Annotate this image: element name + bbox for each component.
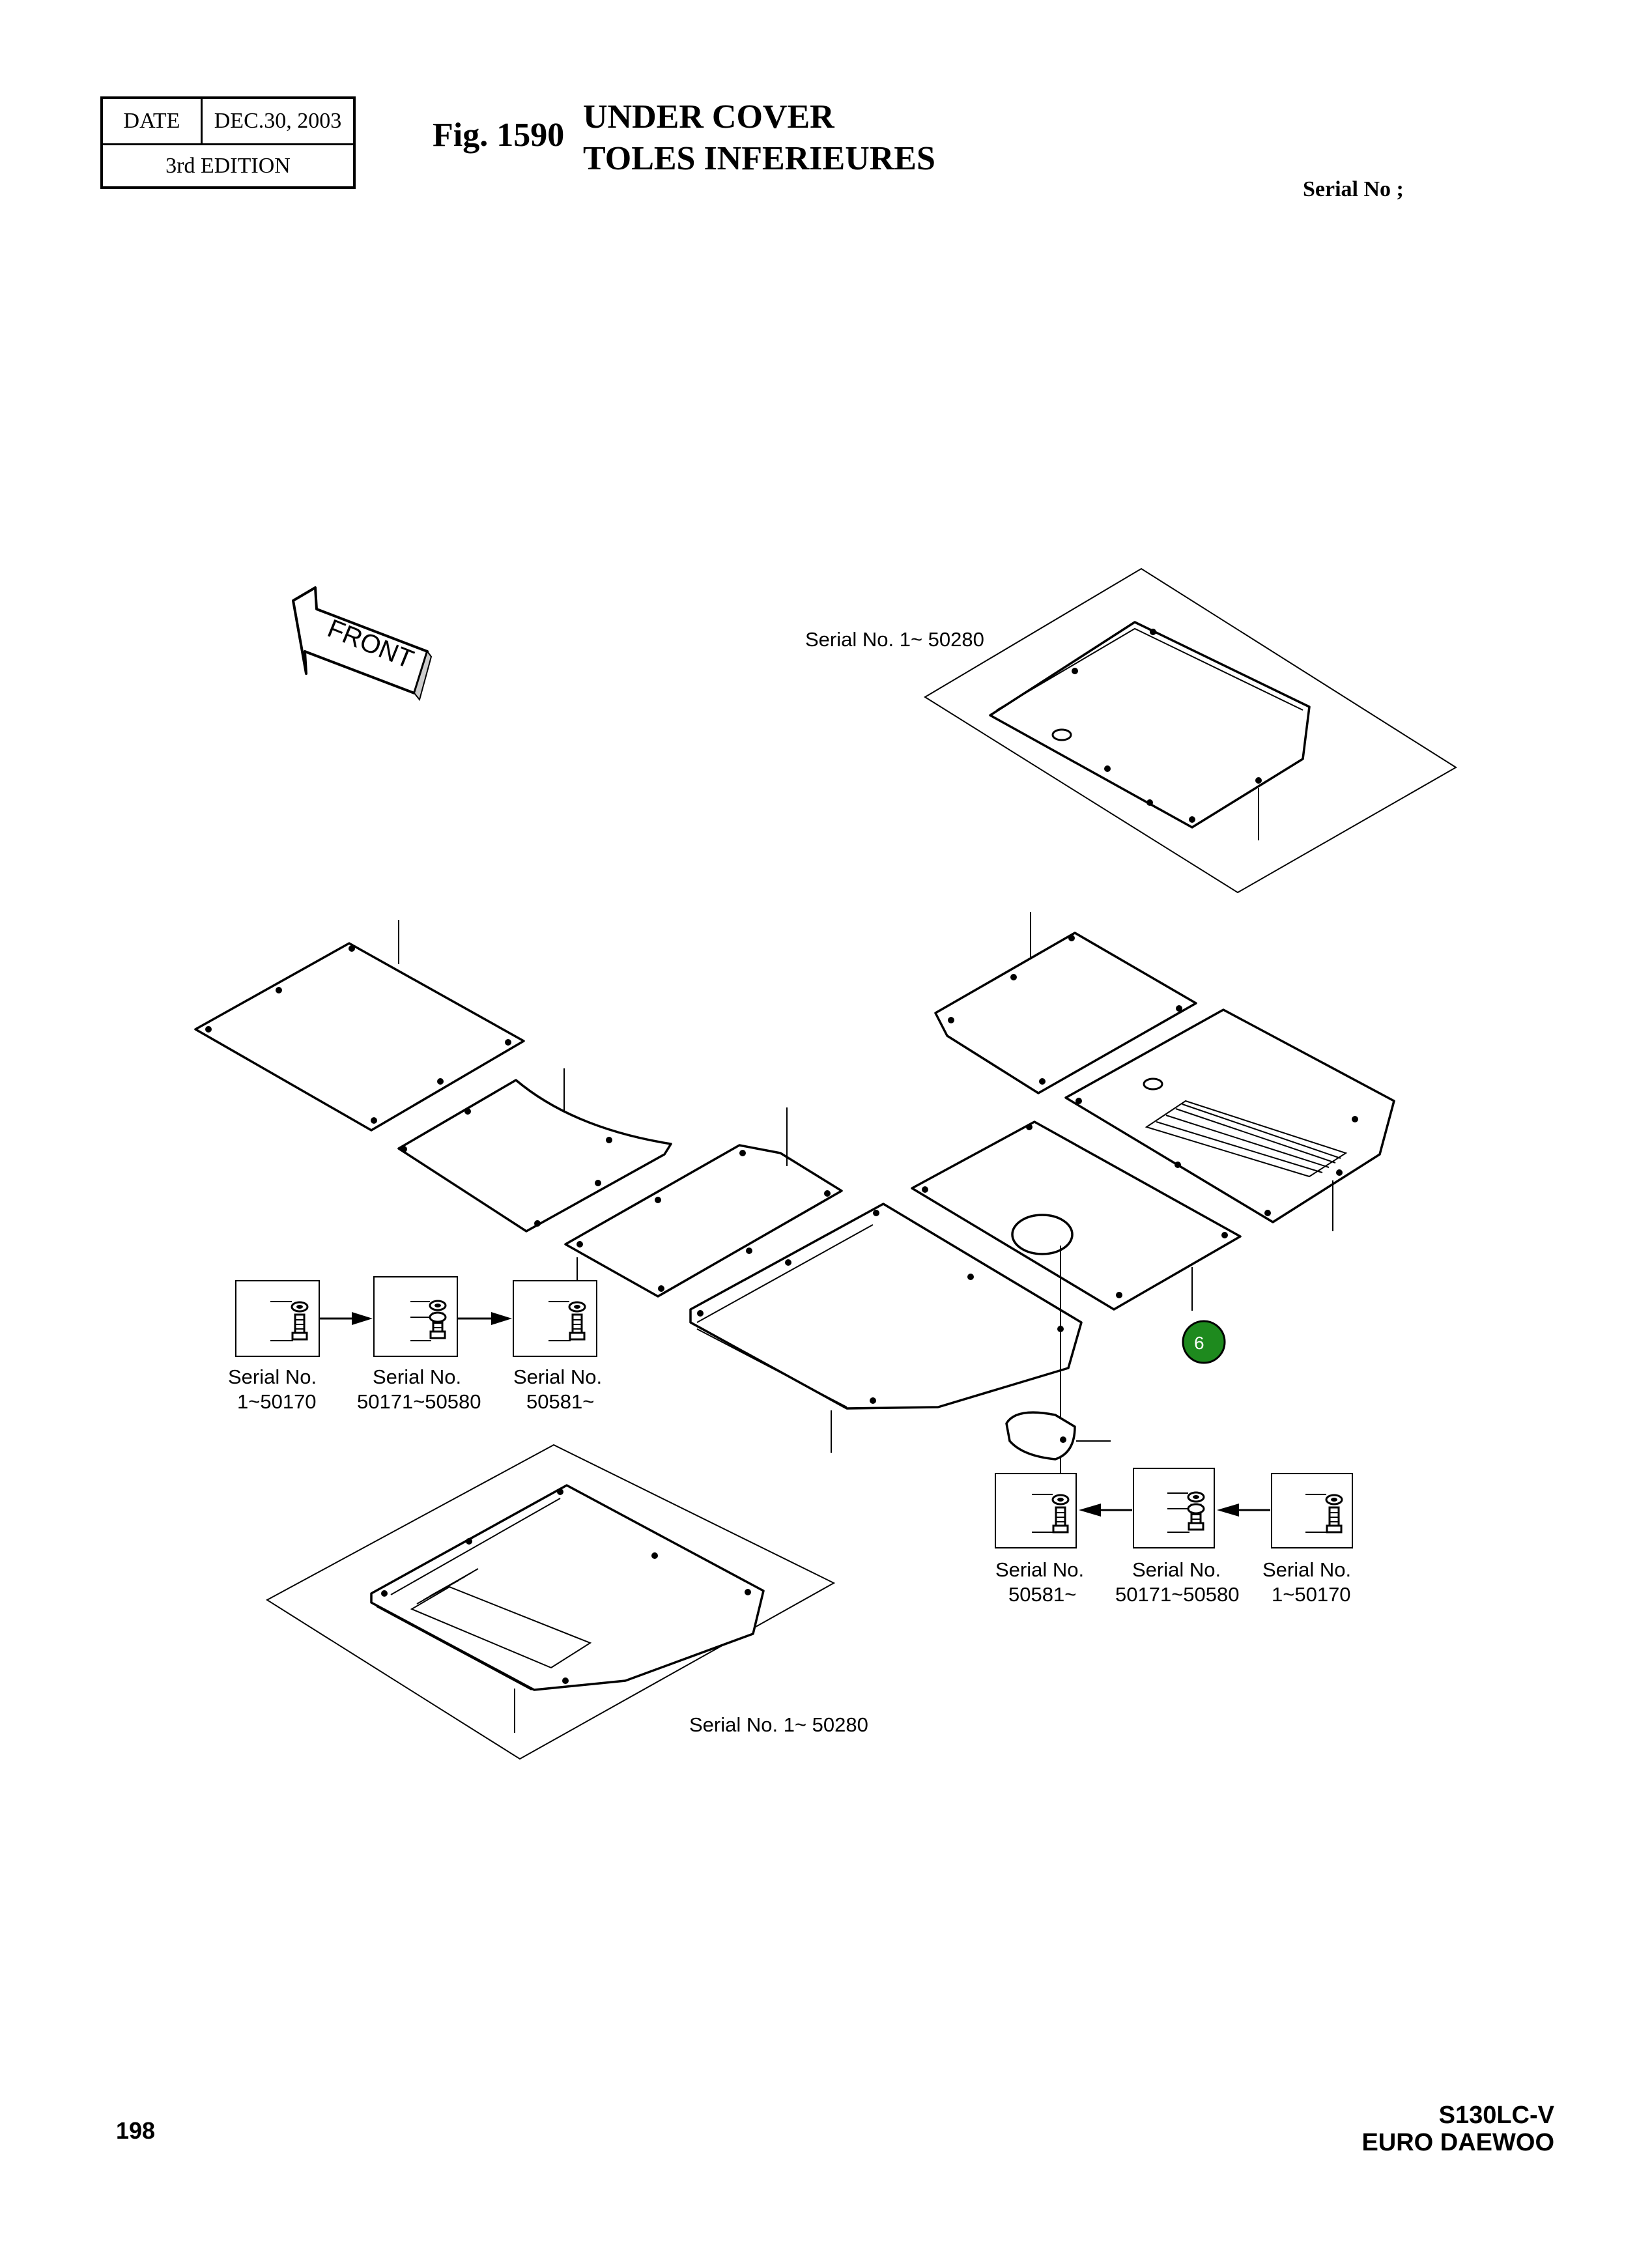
left-set-1-line1: Serial No. [228, 1365, 317, 1388]
bottom-panel-variant: Serial No. 1~ 50280 [266, 1444, 868, 1760]
left-set-3-line1: Serial No. [513, 1365, 602, 1388]
under-cover-plate-curved [397, 1068, 672, 1233]
under-cover-plate-left [194, 920, 525, 1132]
right-set-1-line2: 50581~ [1008, 1583, 1076, 1606]
part-callout-6: 6 [1182, 1320, 1226, 1364]
right-set-3-line2: 1~50170 [1272, 1583, 1351, 1606]
under-cover-plate-right-small [934, 912, 1197, 1094]
right-bolt-sets: Serial No. 50581~ Serial No. 50171~50580… [995, 1468, 1353, 1606]
top-panel-variant: Serial No. 1~ 50280 [805, 567, 1457, 894]
left-set-1-line2: 1~50170 [237, 1390, 317, 1413]
figure-number: Fig. 1590 [433, 117, 565, 154]
date-label: DATE [103, 99, 203, 143]
date-value: DEC.30, 2003 [214, 109, 342, 133]
left-bolt-sets: Serial No. 1~50170 Serial No. 50171~5058… [228, 1257, 602, 1413]
left-set-2-line1: Serial No. [373, 1365, 461, 1388]
top-panel-serial: Serial No. 1~ 50280 [805, 628, 984, 651]
front-direction-arrow: FRONT [292, 586, 433, 702]
title-french: TOLES INFERIEURES [583, 140, 935, 177]
right-set-2-line1: Serial No. [1132, 1558, 1221, 1581]
under-cover-plate-inspection [911, 1120, 1242, 1479]
under-cover-plate-grille [1064, 1008, 1395, 1231]
right-set-1-line1: Serial No. [995, 1558, 1084, 1581]
bottom-panel-serial: Serial No. 1~ 50280 [689, 1713, 868, 1736]
left-set-3-line2: 50581~ [526, 1390, 594, 1413]
machine-model: S130LC-V [1438, 2102, 1554, 2129]
inspection-cover [1005, 1411, 1111, 1461]
title-english: UNDER COVER [583, 98, 834, 136]
left-set-2-line2: 50171~50580 [357, 1390, 481, 1413]
right-set-2-line2: 50171~50580 [1115, 1583, 1240, 1606]
brand-name: EURO DAEWOO [1361, 2129, 1554, 2156]
date-row: DATE DEC.30, 2003 [103, 99, 353, 145]
page-number: 198 [116, 2117, 156, 2144]
right-set-3-line1: Serial No. [1262, 1558, 1351, 1581]
date-edition-box: DATE DEC.30, 2003 3rd EDITION [100, 96, 356, 189]
under-cover-plate-middle [564, 1107, 843, 1298]
callout-number: 6 [1194, 1333, 1204, 1353]
edition-label: 3rd EDITION [165, 153, 291, 178]
under-cover-plate-front [689, 1203, 1083, 1453]
serial-number-header: Serial No ; [1303, 177, 1404, 201]
